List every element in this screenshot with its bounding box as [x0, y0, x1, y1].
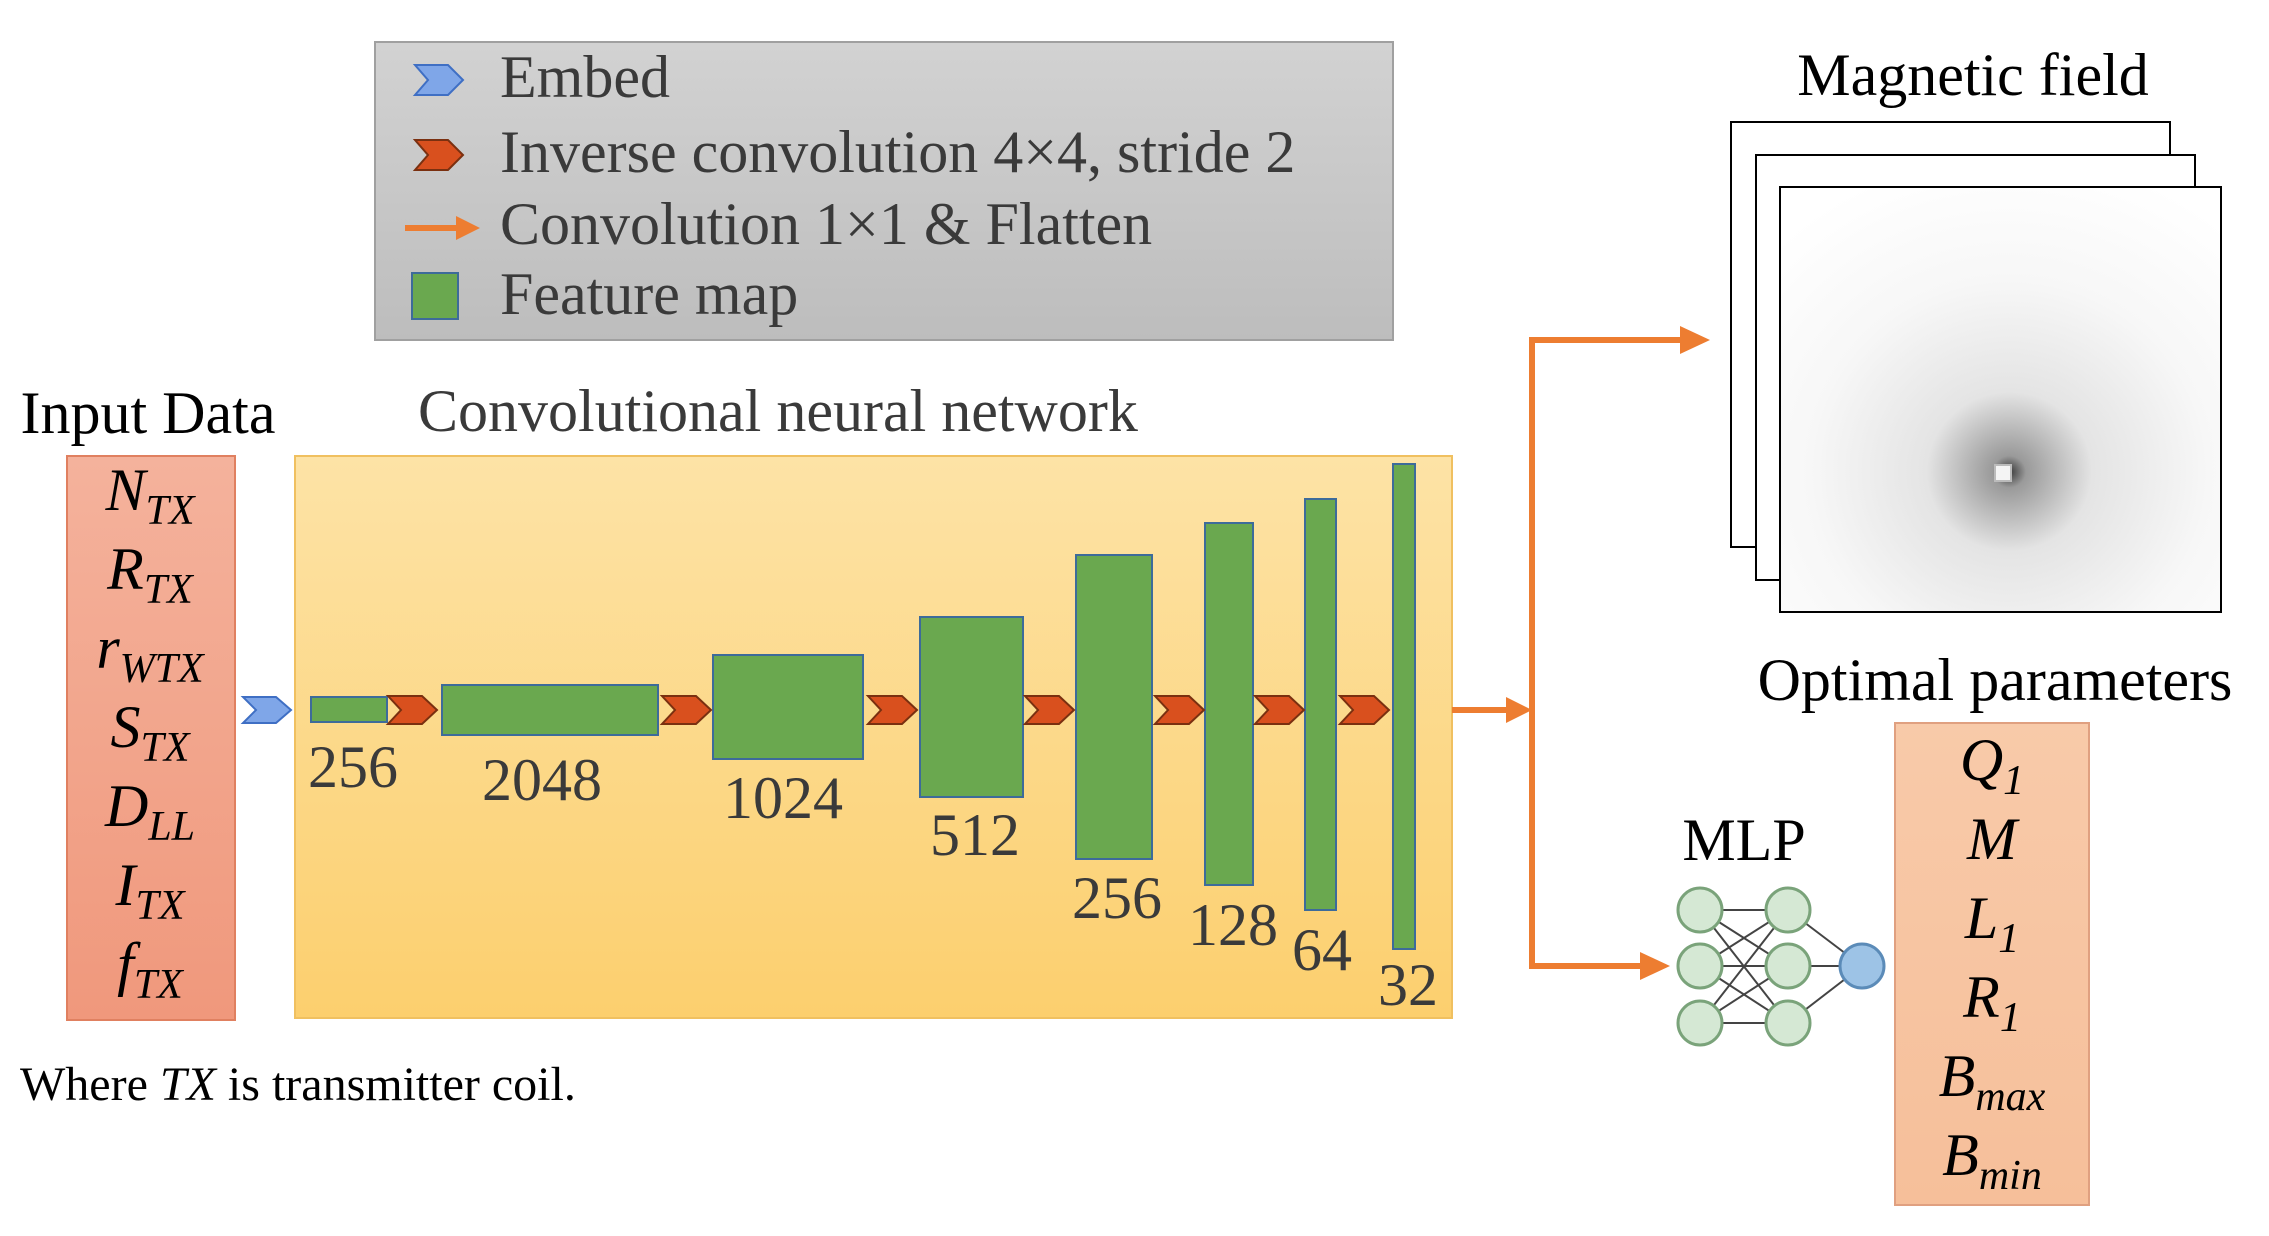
cnn-background: [294, 455, 1453, 1019]
layer-label-1024: 1024: [723, 765, 843, 831]
mlp-hidden-node: [1764, 886, 1812, 934]
layer-label-32: 32: [1378, 952, 1438, 1018]
input-param-5: ITX: [115, 852, 187, 929]
field-map-front: [1779, 186, 2222, 613]
inverse-conv-arrow: [385, 695, 439, 725]
feature-map-32: [1392, 463, 1416, 950]
mlp-hidden-node: [1764, 942, 1812, 990]
magnetic-field: Magnetic field: [1730, 42, 2222, 613]
feature-map-512: [919, 616, 1024, 798]
input-param-0: NTX: [104, 457, 196, 534]
inverse-conv-arrow: [865, 695, 919, 725]
mlp-output-node: [1838, 942, 1886, 990]
footnote: Where TX is transmitter coil.: [20, 1058, 576, 1111]
mlp-input-node: [1676, 942, 1724, 990]
layer-label-2048: 2048: [482, 747, 602, 813]
feature-map-256b: [1075, 554, 1153, 860]
input-param-6: fTX: [117, 931, 185, 1008]
feature-map-icon: [411, 272, 459, 320]
inverse-conv-arrows: [385, 695, 1391, 725]
feature-map-1024: [712, 654, 864, 760]
legend-box: [374, 41, 1394, 341]
legend: Embed Inverse convolution 4×4, stride 2 …: [374, 41, 1394, 341]
optimal-title: Optimal parameters: [1758, 647, 2233, 713]
mlp-input-node: [1676, 999, 1724, 1047]
input-box: [66, 455, 236, 1021]
embed-arrow-icon: [412, 64, 465, 96]
optimal-param-1: M: [1966, 806, 2020, 872]
optimal-param-4: Bmax: [1939, 1043, 2046, 1120]
inverse-conv-arrow: [1152, 695, 1206, 725]
inverse-conv-arrow: [1252, 695, 1306, 725]
legend-flatten-label: Convolution 1×1 & Flatten: [500, 191, 1152, 257]
optimal-param-0: Q1: [1960, 727, 2024, 804]
layer-label-64: 64: [1292, 917, 1352, 983]
cnn-title: Convolutional neural network: [418, 378, 1138, 444]
feature-map-64: [1304, 498, 1337, 911]
mlp-hidden-node: [1764, 999, 1812, 1047]
legend-inverse-conv-label: Inverse convolution 4×4, stride 2: [500, 119, 1295, 185]
flatten-arrow-icon: [405, 216, 480, 240]
mlp: MLP: [1676, 807, 1886, 1047]
inverse-conv-arrow: [1337, 695, 1391, 725]
mlp-title: MLP: [1682, 807, 1805, 873]
legend-embed-label: Embed: [500, 44, 670, 110]
input-title: Input Data: [21, 380, 276, 446]
layer-label-256: 256: [308, 734, 398, 800]
optimal-param-5: Bmin: [1942, 1122, 2042, 1199]
coil-marker: [1994, 464, 2012, 482]
feature-map-2048: [441, 684, 659, 736]
optimal-param-2: L1: [1964, 885, 2019, 962]
layer-label-128: 128: [1188, 892, 1278, 958]
input-param-4: DLL: [104, 773, 195, 850]
flatten-output-arrows: [1452, 326, 1710, 980]
legend-feature-map-label: Feature map: [500, 261, 798, 327]
optimal-box: [1894, 722, 2090, 1206]
input-param-1: RTX: [106, 536, 195, 613]
input-param-3: STX: [110, 694, 191, 771]
feature-map-128: [1204, 522, 1254, 886]
embed-arrow: [240, 696, 293, 724]
optimal-param-3: R1: [1962, 964, 2021, 1041]
inverse-conv-arrow: [659, 695, 713, 725]
input-param-2: rWTX: [96, 615, 206, 692]
layer-label-256b: 256: [1072, 865, 1162, 931]
cnn-block: Convolutional neural network 256 2048 10…: [294, 378, 1453, 1019]
layer-label-512: 512: [930, 802, 1020, 868]
feature-map-256: [310, 696, 388, 723]
magnetic-field-title: Magnetic field: [1797, 42, 2149, 108]
inverse-conv-arrow-icon: [412, 139, 465, 171]
mlp-input-node: [1676, 886, 1724, 934]
inverse-conv-arrow: [1022, 695, 1076, 725]
